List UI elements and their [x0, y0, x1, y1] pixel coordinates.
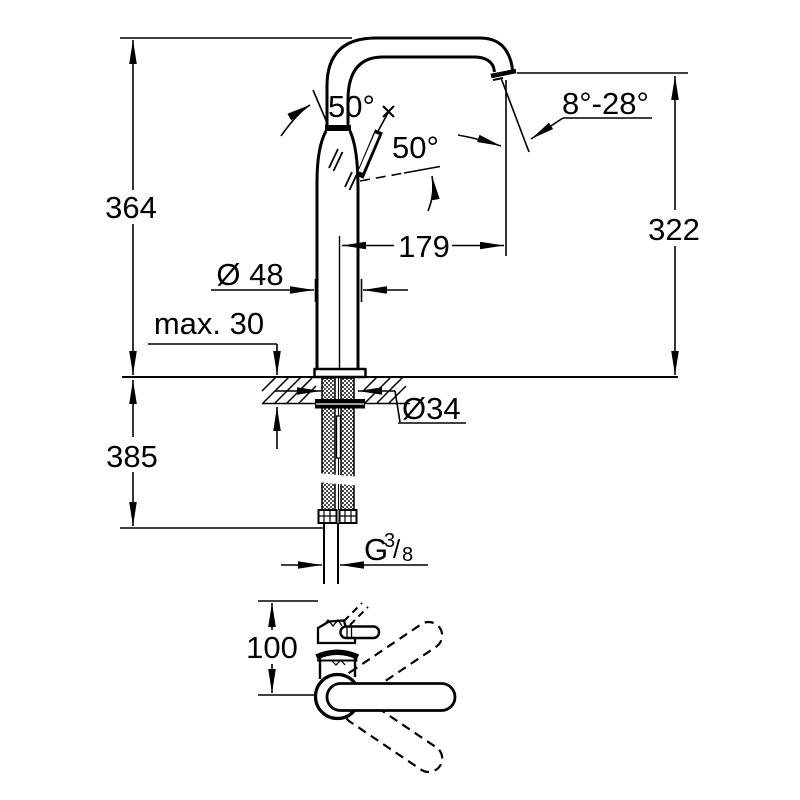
tilt-arc-arrow — [457, 134, 502, 147]
swivel-position-upper — [342, 620, 444, 699]
lever-axis-solid — [403, 165, 441, 174]
threaded-rod-right — [340, 377, 355, 511]
body-seam-dashes — [328, 148, 358, 191]
aerator-tick — [492, 77, 504, 81]
lever-axis-dashed — [359, 172, 405, 182]
hose-connector-nuts — [317, 509, 358, 524]
thread-g-label: G — [364, 532, 388, 567]
dim-100-label: 100 — [246, 630, 298, 665]
body-ring-band — [315, 649, 360, 660]
dimension-labels: 364 385 322 179 50° 50° 8°-28° Ø 48 max.… — [105, 86, 700, 665]
reference-lines — [120, 37, 688, 529]
tilt-line — [500, 77, 530, 153]
d34-leader-diag — [394, 390, 401, 423]
spout-swivel-positions — [342, 620, 444, 774]
hole-diameter-label: Ø34 — [402, 391, 461, 426]
swivel-position-lower — [342, 695, 444, 774]
body-right-edge — [348, 130, 360, 369]
body-left-edge — [315, 130, 328, 369]
dim-322-label: 322 — [648, 212, 700, 247]
thread-slash: / — [393, 534, 401, 564]
lever-handle — [328, 105, 395, 191]
swivel-angle-label: 50° — [328, 89, 375, 124]
reference-lines-front — [258, 600, 318, 696]
max-thickness-label: max. 30 — [154, 306, 264, 341]
lever-pivot-link — [376, 111, 390, 134]
thread-denominator: 8 — [402, 544, 413, 566]
main-elevation-view — [120, 36, 688, 584]
dim-385-label: 385 — [106, 439, 158, 474]
lever-upper-position-dashed — [343, 602, 369, 626]
thread-numerator: 3 — [384, 530, 395, 552]
body-zigzag-mark — [330, 659, 346, 666]
block-zigzag-mark — [322, 618, 343, 628]
dim-179-label: 179 — [398, 229, 450, 264]
front-swivel-view — [258, 600, 457, 774]
faucet-front-outline — [313, 618, 457, 721]
lever-arc-arrow — [427, 175, 440, 212]
inner-hose — [335, 415, 342, 459]
tilt-leader — [530, 117, 564, 140]
lever-front — [339, 625, 381, 640]
pipe-break-symbol — [316, 473, 362, 486]
dim-364-label: 364 — [105, 190, 157, 225]
spout-outer-line — [325, 36, 514, 129]
threaded-rod-left — [321, 377, 336, 511]
lever-angle-label: 50° — [392, 130, 439, 165]
dimension-lines — [129, 40, 679, 569]
tilt-range-label: 8°-28° — [562, 86, 649, 121]
mounting-shank — [315, 377, 365, 584]
base-flange — [313, 367, 367, 379]
spout-outlet-face — [490, 68, 517, 79]
pivot-cross-mark — [382, 105, 395, 118]
faucet-outline — [313, 36, 517, 379]
swivel-arc-arrow — [280, 104, 311, 137]
spout-inner-line — [346, 55, 496, 129]
spout-front — [325, 682, 457, 712]
body-diameter-label: Ø 48 — [216, 257, 283, 292]
